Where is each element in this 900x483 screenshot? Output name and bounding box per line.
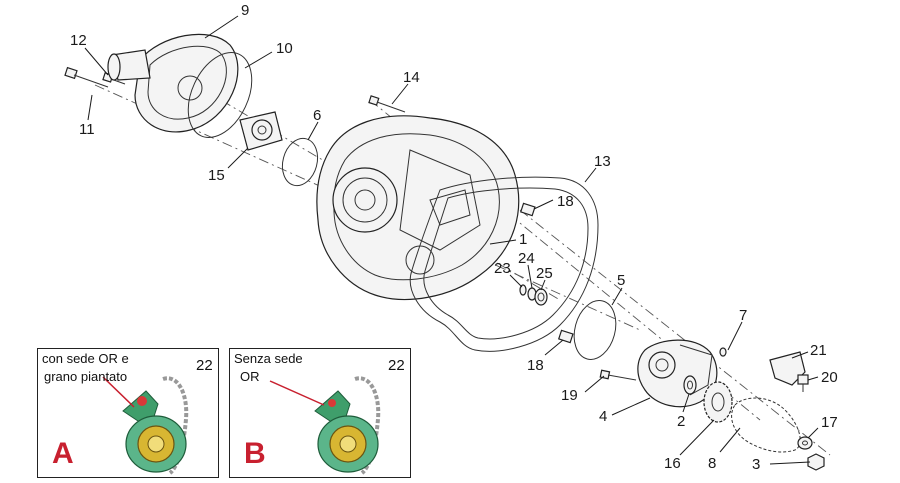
inset-b-note-line1: Senza sede [234, 351, 303, 366]
gasket-13 [409, 176, 599, 352]
callout-6: 6 [313, 107, 321, 124]
callout-12: 12 [70, 32, 87, 49]
callout-7: 7 [739, 307, 747, 324]
callout-18-upper: 18 [557, 193, 574, 210]
callout-15: 15 [208, 167, 225, 184]
plug-25 [534, 288, 548, 306]
bolt-19 [599, 369, 637, 381]
callout-5: 5 [617, 272, 625, 289]
callout-2: 2 [677, 413, 685, 430]
bolt-14 [368, 95, 406, 113]
leader-lines [84, 15, 819, 465]
callout-8: 8 [708, 455, 716, 472]
dowel-18a [519, 202, 536, 217]
callout-1: 1 [519, 231, 527, 248]
inset-b-pump-illustration [269, 376, 381, 475]
bolt-11 [64, 66, 109, 88]
callout-16: 16 [664, 455, 681, 472]
inset-a-note-line1: con sede OR e [42, 351, 129, 366]
water-pump-cover-9 [107, 33, 239, 133]
inset-a-number: 22 [196, 357, 213, 374]
chain-8 [731, 397, 801, 453]
callout-10: 10 [276, 40, 293, 57]
callout-21: 21 [810, 342, 827, 359]
sprocket-16 [703, 381, 733, 423]
inset-b-note-line2: OR [240, 369, 260, 384]
callout-4: 4 [599, 408, 607, 425]
pin-7 [719, 347, 727, 357]
callout-labels: 9 12 10 14 11 6 15 13 18 1 24 23 25 5 7 … [70, 2, 838, 473]
callout-25: 25 [536, 265, 553, 282]
callout-23: 23 [494, 260, 511, 277]
dowel-18b [557, 329, 574, 344]
callout-24: 24 [518, 250, 535, 267]
inset-a-panel: con sede OR e grano piantato 22 A [37, 348, 219, 478]
callout-11: 11 [79, 121, 95, 138]
washer-17 [797, 436, 813, 450]
inset-b-number: 22 [388, 357, 405, 374]
clutch-cover-1 [316, 115, 520, 301]
callout-9: 9 [241, 2, 249, 19]
inset-a-note-line2: grano piantato [44, 369, 128, 384]
oil-pump-4 [637, 339, 718, 408]
washer-2 [683, 375, 697, 395]
callout-19: 19 [561, 387, 578, 404]
nut-3 [807, 453, 825, 471]
callout-17: 17 [821, 414, 838, 431]
callout-3: 3 [752, 456, 760, 473]
o-ring-5 [573, 300, 617, 360]
inset-b-letter: B [244, 437, 266, 470]
o-ring-10 [187, 52, 253, 138]
bolt-20 [797, 374, 809, 392]
inset-a-pump-illustration [102, 376, 189, 475]
callout-13: 13 [594, 153, 611, 170]
impeller-15 [239, 111, 283, 151]
seal-23 [519, 284, 527, 296]
callout-18-lower: 18 [527, 357, 544, 374]
callout-14: 14 [403, 69, 420, 86]
inset-b-panel: Senza sede OR 22 B [229, 348, 411, 478]
inset-a-letter: A [52, 437, 74, 470]
callout-20: 20 [821, 369, 838, 386]
o-ring-6 [281, 137, 319, 187]
